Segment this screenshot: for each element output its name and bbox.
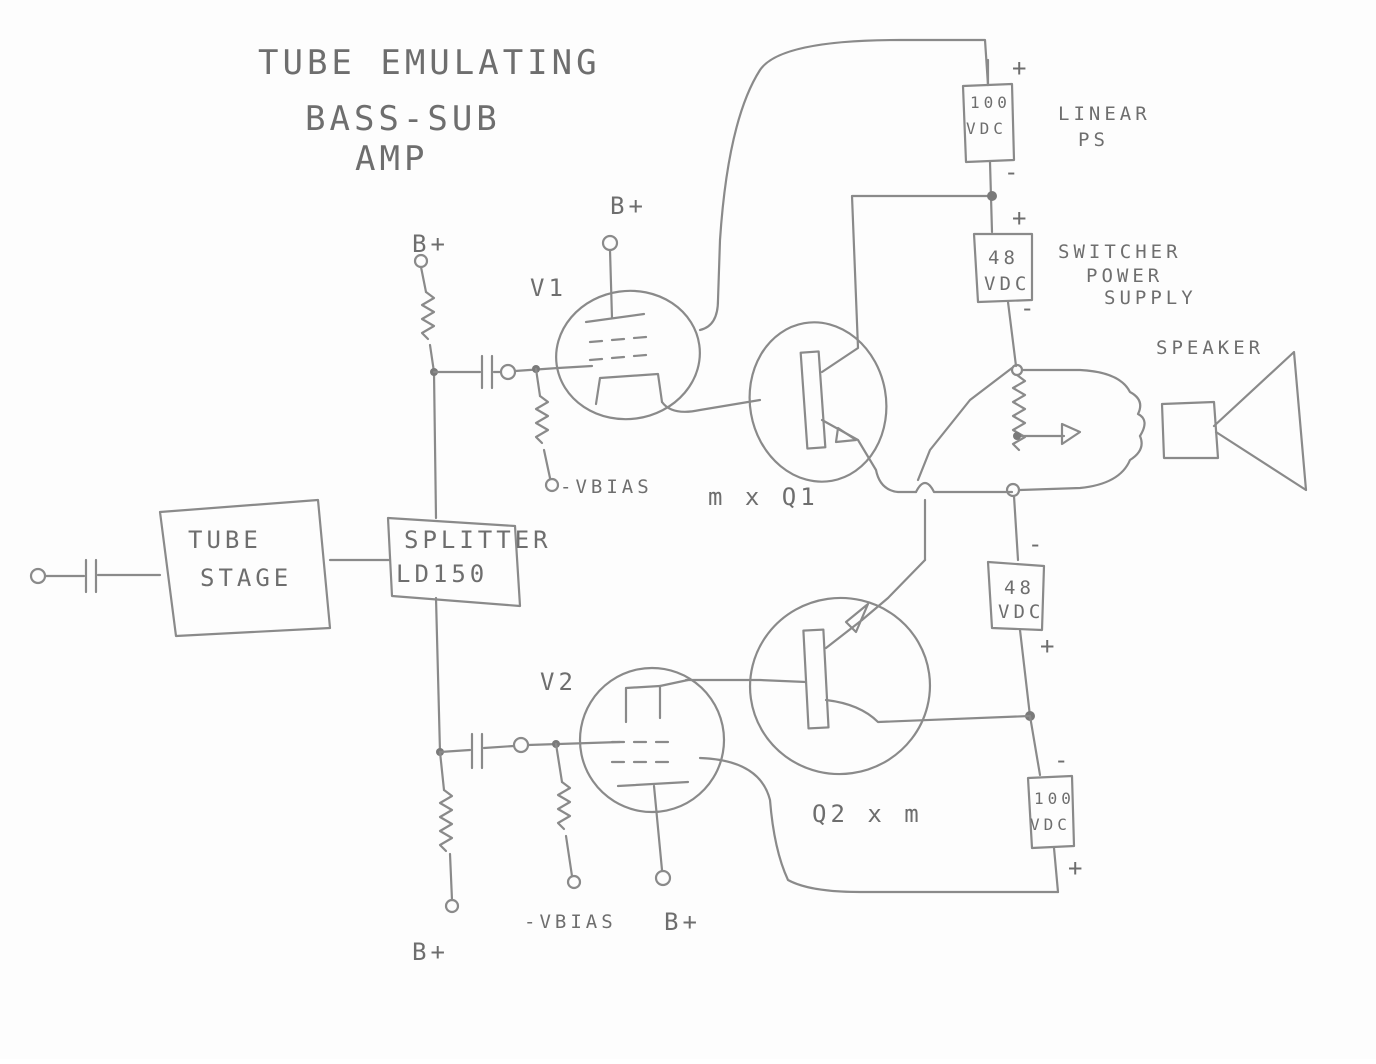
output-potentiometer [1005,363,1082,498]
crossover-wire [914,481,1014,494]
switcher-label-1: SWITCHER [1058,241,1182,263]
input-capacitor [84,558,162,594]
b-plus-label-v1: B+ [610,192,647,220]
supply-top-48-unit: VDC [984,273,1030,295]
title-line-3: AMP [355,139,428,179]
title-line-2: BASS-SUB [305,99,501,139]
speaker-feed-top [1020,368,1146,438]
coupling-capacitor-bottom [438,732,622,770]
transistor-q1 [748,194,994,494]
switcher-label-2: POWER [1086,265,1163,287]
supply-top-48-minus: - [1020,294,1038,322]
b-plus-terminal-v2 [654,869,672,887]
q2-emitter-link [860,558,927,622]
b-plus-label-v2: B+ [664,908,701,936]
supply-bottom-48-minus: - [1028,530,1046,558]
splitter-block: SPLITTER LD150 [386,516,552,608]
linear-ps-label-2: PS [1078,129,1109,151]
supply-top-48-plus: + [1012,204,1030,232]
tube-v2 [578,666,1060,894]
tube-stage-block: TUBE STAGE [158,498,332,638]
tube-v1 [555,248,762,421]
supply-48vdc-top: + 48 VDC - [972,204,1038,368]
supply-48vdc-bottom: - 48 VDC + [986,494,1058,718]
splitter-lower-bus [434,596,442,754]
b-plus-terminal-v1 [601,234,619,252]
bias-resistor-top [534,367,560,493]
b-plus-label-top-left: B+ [412,230,449,258]
tube-stage-label-1: TUBE [188,526,262,554]
supply-top-100-minus: - [1004,158,1022,186]
vbias-label-top: -VBIAS [560,476,653,498]
supply-bottom-100-value: 100 [1034,789,1075,808]
load-resistor-top [413,253,436,374]
supply-100vdc-bottom: - 100 VDC + [1026,714,1086,894]
supply-bottom-48-plus: + [1040,632,1058,660]
supply-bottom-100-plus: + [1068,854,1086,882]
v1-supply-wire [698,38,990,332]
v1-label: V1 [530,274,567,302]
supply-top-100-unit: VDC [966,119,1007,138]
junction-dot [987,191,997,201]
supply-bottom-100-minus: - [1054,746,1072,774]
tube-stage-label-2: STAGE [200,564,292,592]
title-line-1: TUBE EMULATING [258,43,601,83]
input-terminal [29,567,86,585]
supply-bottom-100-unit: VDC [1030,815,1071,834]
supply-100vdc-top: 100 VDC + - [961,54,1030,234]
load-resistor-bottom [438,750,460,914]
speaker-feed-bottom [1018,434,1143,492]
q1-label: m x Q1 [708,483,819,511]
switcher-label-3: SUPPLY [1104,287,1197,309]
output-left-wire [916,366,1014,482]
splitter-label-1: SPLITTER [404,526,552,554]
b-plus-label-bottom-left: B+ [412,938,449,966]
speaker-label: SPEAKER [1156,337,1264,359]
splitter-upper-bus [432,370,438,520]
transistor-q2 [684,596,1032,776]
bias-resistor-bottom [554,742,582,890]
vbias-label-bottom: -VBIAS [524,911,617,933]
supply-bottom-48-value: 48 [1004,577,1035,599]
speaker-icon [1160,350,1308,492]
v2-label: V2 [540,668,577,696]
supply-top-100-value: 100 [970,93,1011,112]
q2-label: Q2 x m [812,800,923,828]
supply-top-48-value: 48 [988,247,1019,269]
supply-bottom-48-unit: VDC [998,601,1044,623]
splitter-label-2: LD150 [396,560,488,588]
linear-ps-label-1: LINEAR [1058,103,1151,125]
supply-top-100-plus: + [1012,54,1030,82]
coupling-capacitor-top [432,354,560,390]
